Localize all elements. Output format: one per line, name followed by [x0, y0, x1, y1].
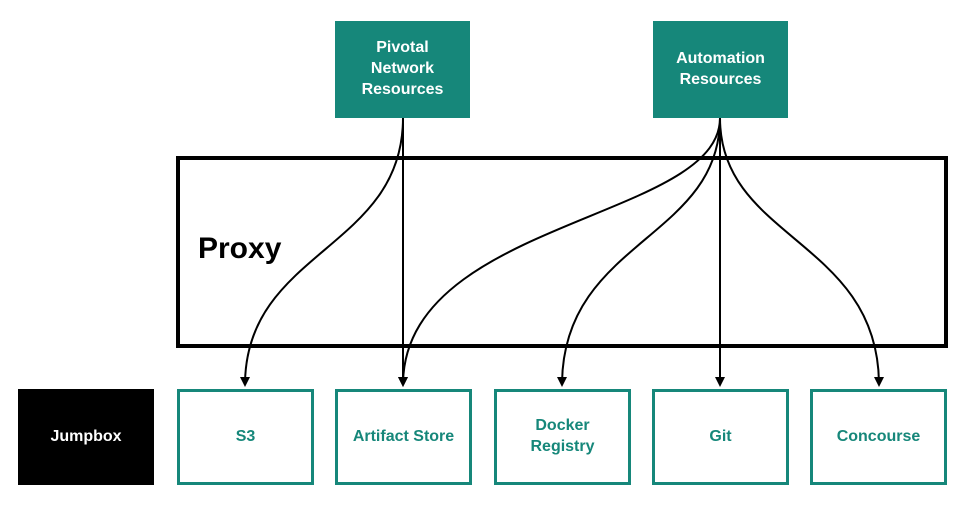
proxy-box — [176, 156, 948, 348]
docker-registry-node[interactable]: Docker Registry — [494, 389, 631, 485]
concourse-node[interactable]: Concourse — [810, 389, 947, 485]
automation-resources-node[interactable]: Automation Resources — [653, 21, 788, 118]
proxy-label: Proxy — [198, 232, 282, 265]
s3-node[interactable]: S3 — [177, 389, 314, 485]
edge-automation-to-docker-registry — [557, 117, 721, 387]
jumpbox-node[interactable]: Jumpbox — [18, 389, 154, 485]
pivotal-network-resources-node[interactable]: Pivotal Network Resources — [335, 21, 470, 118]
git-node[interactable]: Git — [652, 389, 789, 485]
artifact-store-node[interactable]: Artifact Store — [335, 389, 472, 485]
edge-pivotal-to-s3 — [240, 117, 404, 387]
edge-automation-to-artifact-store — [398, 117, 721, 387]
edge-automation-to-concourse — [719, 117, 884, 387]
